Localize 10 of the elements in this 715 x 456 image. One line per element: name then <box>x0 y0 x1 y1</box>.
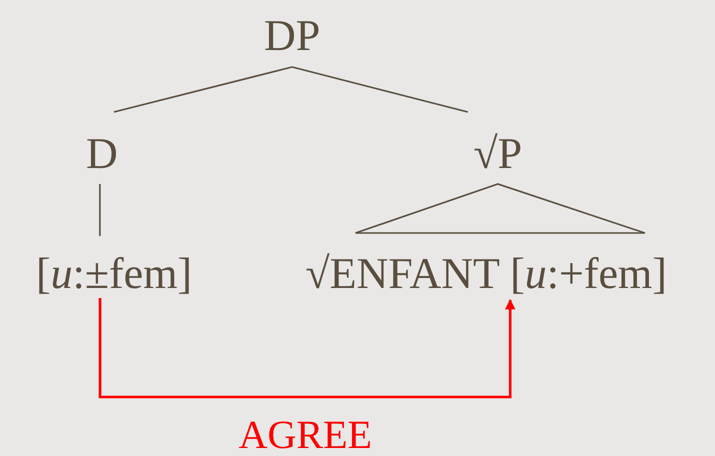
tree-branch <box>99 184 101 236</box>
phrase-label: DP <box>264 12 320 60</box>
tree-branch <box>292 66 468 113</box>
tree-branch <box>114 66 292 113</box>
phrase-label: √P <box>474 130 522 178</box>
root-feature-label: √ENFANT [u:+fem] <box>306 250 667 298</box>
tree-triangle <box>354 183 646 234</box>
head-label: D <box>86 130 118 178</box>
agree-arrow <box>98 298 516 398</box>
feature-label: [u:±fem] <box>36 250 192 298</box>
